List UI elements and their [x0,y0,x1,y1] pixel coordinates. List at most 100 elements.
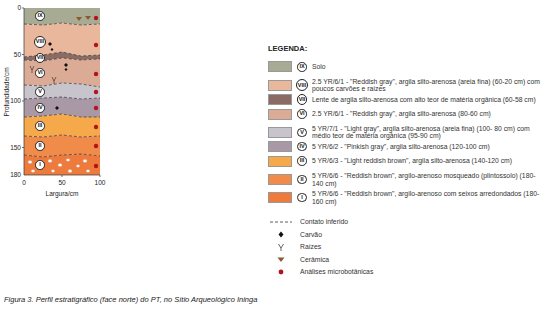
layer-number: VI [35,68,45,78]
pebble [58,164,62,167]
legend-text: Análises microbotânicas [300,268,373,276]
contact-line [24,97,100,99]
legend-swatch [268,192,292,203]
sample-dot [94,43,98,47]
layer-number: IV [35,103,45,113]
ceramic-symbol [85,16,91,20]
numeral-text: I [301,195,303,201]
legend-text: Raízes [300,243,321,251]
contact-line [24,114,100,117]
numeral-text: IX [37,13,42,19]
pebble [68,170,72,173]
numeral-text: VII [37,55,44,61]
layer-ix [24,8,100,25]
tick [100,175,101,177]
legend-swatch [268,61,292,72]
sample-dot [94,72,98,76]
sample-dot-sample [279,270,284,275]
pebbles [28,159,90,173]
legend-swatch [268,109,292,120]
layer-number: V [35,87,45,97]
layer-number: I [35,160,45,170]
numeral-text: III [38,123,43,129]
legend-swatch [268,141,292,152]
legend-text: 5 YR/6/3 - "Light reddish brown", argila… [312,157,540,165]
ceramic-sample [278,258,285,263]
legend-number: II [297,175,307,185]
numeral-text: IV [37,105,42,111]
axes [22,8,100,177]
legend-number: IV [297,142,307,152]
charcoal-marks [48,42,68,110]
contact-line [24,154,100,157]
pebble [86,170,90,173]
legend-symbols [270,222,292,274]
tick [22,54,24,55]
contact-line [24,23,100,25]
pebble [48,160,52,163]
sample-dot [94,106,98,110]
legend-text: 5 YR/6/6 - "Reddish brown", argilo-areno… [312,172,540,188]
numeral-text: II [300,177,303,183]
legend-text: 2.5 YR/6/1 - "Reddish gray", argila silt… [312,110,540,118]
legend-text: Carvão [300,231,322,239]
numeral-text: VI [37,70,42,76]
pebble [66,159,70,162]
numeral-text: VII [299,97,306,103]
legend-text: 5 YR/6/6 - "Reddish brown", argilo-areno… [312,190,540,206]
figure-caption: Figura 3. Perfil estratigráfico (face no… [4,296,257,304]
tick [22,101,24,102]
legend-text: Solo [312,63,540,71]
legend-heading: LEGENDA: [268,45,307,53]
root-symbol [52,77,56,84]
numeral-text: II [38,143,41,149]
profile-layers [24,8,100,175]
sample-dot [94,16,98,20]
ceramic-symbol [76,17,82,21]
contact-line [24,83,100,87]
axis-value: 100 [10,97,21,104]
numeral-text: V [38,89,42,95]
tick [62,175,63,177]
pebble [51,170,54,173]
sample-dot [94,125,98,129]
numeral-text: IX [299,64,304,70]
layer-v [24,83,100,99]
axis-value: 0 [22,179,26,186]
charcoal-sample [279,232,284,238]
legend-swatch [268,156,292,167]
legend-text: Cerâmica [300,256,329,264]
legend-number: V [297,128,307,138]
layer-number: III [35,121,45,131]
ceramic-marks [76,16,91,21]
numeral-text: VIII [298,83,306,89]
pebble [28,161,32,164]
pebble [31,170,35,173]
numeral-text: I [39,162,41,168]
charcoal-symbol [51,48,54,51]
tick [22,147,24,148]
sample-dot [94,90,98,94]
legend-text: Lente de argila silto-arenosa com alto t… [312,96,540,104]
tick [22,8,24,9]
numeral-text: VIII [36,39,44,45]
layer-vi [24,58,100,87]
charcoal-symbol [55,106,59,110]
layer-number: IX [35,11,45,21]
axis-value: 50 [58,179,65,186]
root-sample [279,244,284,251]
layer-number: II [35,141,45,151]
axis-value: 50 [14,51,21,58]
legend-number: IX [297,62,307,72]
legend-number: VII [297,94,308,105]
numeral-text: VI [299,111,304,117]
legend-text: Contato inferido [300,218,348,226]
layer-iii [24,114,100,137]
legend-swatch [268,127,292,138]
layer-ii [24,135,100,157]
charcoal-symbol [65,68,68,71]
contact-line [24,135,100,137]
root-symbol [30,66,34,73]
sample-points [94,16,98,168]
